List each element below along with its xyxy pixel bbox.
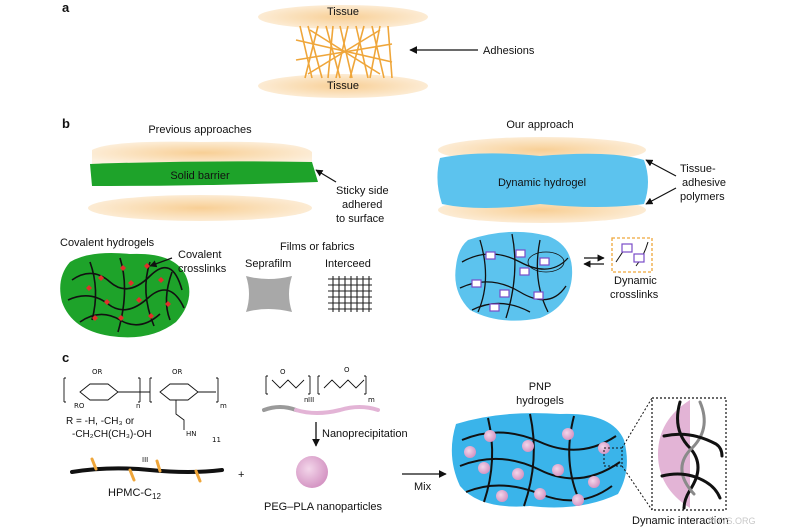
- hpmc-structure: [63, 377, 219, 430]
- panel-b-letter: b: [62, 116, 70, 131]
- zoom-line-top: [621, 397, 653, 449]
- tissue-adhesive-line3: polymers: [680, 191, 725, 203]
- hpmc-or-2: OR: [172, 368, 183, 376]
- sticky-side-line1: Sticky side: [336, 185, 389, 197]
- previous-approaches-title: Previous approaches: [148, 124, 252, 136]
- covalent-hydrogels-label: Covalent hydrogels: [60, 237, 155, 249]
- hpmc-label: HPMC-C12: [108, 487, 161, 501]
- hpmc-alkyl-tails: [90, 457, 202, 483]
- solid-barrier: [90, 161, 318, 186]
- zoom-source-box: [603, 447, 623, 467]
- covalent-crosslinks-line2: crosslinks: [178, 263, 227, 275]
- dynamic-interaction-label: Dynamic interaction: [632, 515, 729, 527]
- pla-m: m: [368, 396, 375, 404]
- adhesion-fibers: [295, 25, 393, 79]
- nanoprecipitation-label: Nanoprecipitation: [322, 428, 408, 440]
- tissue-top-label: Tissue: [327, 6, 359, 18]
- dynamic-hydrogel-layer: [437, 153, 648, 208]
- solid-barrier-label: Solid barrier: [170, 170, 230, 182]
- pnp-nanoparticles: [464, 428, 610, 506]
- tissue-bottom-prev: [88, 195, 312, 221]
- zoom-nanoparticle-surface: [658, 400, 690, 508]
- peg-pla-ellipsis: III: [308, 396, 314, 404]
- films-fabrics-title: Films or fabrics: [280, 241, 355, 253]
- panel-c: c OR OR RO n m HN 11 R = -H, -CH₃ or -CH…: [62, 350, 729, 527]
- crosslink-zoom-units: [621, 243, 645, 263]
- pnp-line2: hydrogels: [516, 395, 564, 407]
- sticky-side-line3: to surface: [336, 213, 384, 225]
- covalent-crosslinks-arrow: [149, 257, 173, 268]
- hpmc-or-1: OR: [92, 368, 103, 376]
- pnp-line1: PNP: [529, 381, 552, 393]
- panel-b: b Previous approaches Solid barrier Stic…: [60, 116, 726, 338]
- tissue-top: [258, 5, 428, 29]
- peg-o: O: [280, 368, 286, 376]
- adhesions-label: Adhesions: [483, 45, 535, 57]
- peg-pla-nanoparticle: [296, 456, 328, 488]
- watermark: PHYS.ORG: [708, 516, 756, 526]
- zoom-chains: [660, 400, 724, 510]
- tissue-top-prev: [92, 141, 312, 164]
- r-groups-line2: -CH₂CH(CH₃)-OH: [72, 429, 152, 440]
- tissue-adhesive-line2: adhesive: [682, 177, 726, 189]
- interceed-mesh: [328, 276, 372, 312]
- covalent-crosslink-points: [86, 263, 171, 321]
- covalent-crosslinks-line1: Covalent: [178, 249, 221, 261]
- panel-a-letter: a: [62, 0, 70, 15]
- hpmc-n: n: [136, 402, 140, 410]
- hpmc-ellipsis: III: [142, 456, 148, 464]
- adhesive-arrow-bottom: [645, 187, 677, 205]
- hpmc-ro: RO: [74, 402, 85, 410]
- panel-c-letter: c: [62, 350, 69, 365]
- dynamic-hydrogel-label: Dynamic hydrogel: [498, 177, 586, 189]
- interceed-label: Interceed: [325, 258, 371, 270]
- hpmc-11: 11: [212, 436, 221, 444]
- tissue-adhesive-line1: Tissue-: [680, 163, 716, 175]
- pla-block: [294, 405, 380, 415]
- zoom-line-bottom: [621, 465, 653, 511]
- adhesive-arrow-top: [645, 159, 677, 177]
- r-groups-line1: R = -H, -CH₃ or: [66, 416, 135, 427]
- highlight-ellipse: [527, 251, 565, 273]
- mix-label: Mix: [414, 481, 432, 493]
- peg-block: [262, 405, 298, 412]
- tissue-bottom-label: Tissue: [327, 80, 359, 92]
- panel-a: a Tissue Tissue Adhesions: [62, 0, 535, 98]
- peg-pla-label: PEG–PLA nanoparticles: [264, 501, 383, 513]
- hpmc-nh: HN: [186, 430, 197, 438]
- tissue-bottom: [258, 74, 428, 98]
- peg-pla-structure: [265, 375, 367, 395]
- dynamic-crosslink-points: [471, 249, 550, 312]
- our-approach-title: Our approach: [506, 119, 573, 131]
- crosslink-zoom-box: [611, 237, 653, 273]
- dynamic-crosslinks-line2: crosslinks: [610, 289, 659, 301]
- hpmc-m: m: [220, 402, 227, 410]
- sticky-side-arrow: [315, 169, 337, 183]
- peg-n: n: [304, 396, 308, 404]
- dynamic-polymer-chains: [459, 233, 569, 319]
- seprafilm-sheet: [246, 276, 292, 312]
- pla-o: O: [344, 366, 350, 374]
- seprafilm-label: Seprafilm: [245, 258, 291, 270]
- pnp-polymer-chains: [459, 413, 621, 507]
- sticky-side-line2: adhered: [342, 199, 382, 211]
- dynamic-crosslinks-line1: Dynamic: [614, 275, 657, 287]
- plus-sign: +: [238, 469, 244, 481]
